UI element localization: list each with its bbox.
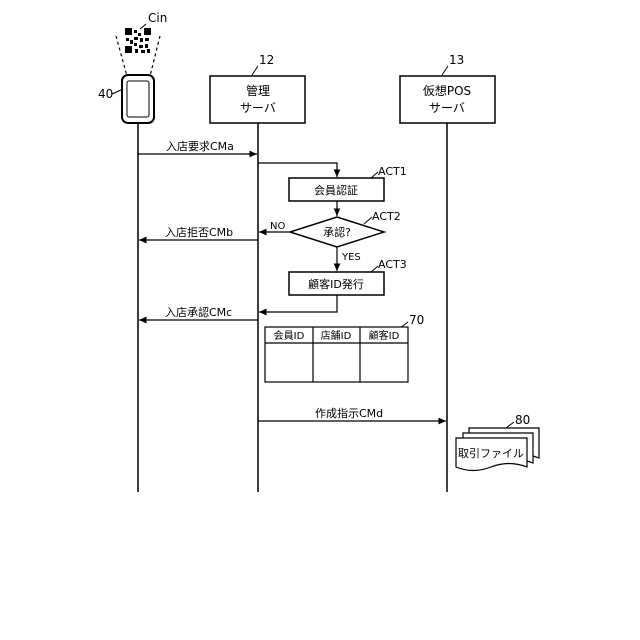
- table-header-member-id: 会員ID: [274, 329, 305, 342]
- act3-label: ACT3: [378, 258, 407, 271]
- act2-text: 承認?: [323, 225, 351, 239]
- act3-text: 顧客ID発行: [308, 277, 364, 291]
- qr-code-icon: [124, 28, 152, 54]
- request-label: 入店要求CMa: [166, 139, 234, 153]
- pos-ref: 13: [449, 53, 464, 67]
- act2-pointer: [364, 217, 372, 224]
- table-ref: 70: [409, 313, 424, 327]
- pos-label-line2: サーバ: [429, 101, 465, 115]
- act1-label: ACT1: [378, 165, 407, 178]
- yes-label: YES: [341, 252, 361, 263]
- smartphone-icon: [122, 75, 154, 123]
- server-label-line2: サーバ: [240, 101, 276, 115]
- no-label: NO: [270, 221, 285, 232]
- file-ref-pointer: [506, 422, 514, 428]
- create-label: 作成指示CMd: [315, 406, 383, 420]
- file-label: 取引ファイル: [458, 446, 524, 460]
- flow-connector-start: [258, 163, 337, 177]
- flow-connector-end: [259, 295, 337, 312]
- qr-code-label: Cin: [148, 11, 167, 25]
- server-label-line1: 管理: [246, 83, 270, 98]
- reject-label: 入店拒否CMb: [165, 225, 233, 239]
- terminal-ref: 40: [98, 87, 113, 101]
- table-header-store-id: 店舗ID: [321, 329, 352, 342]
- act2-label: ACT2: [372, 210, 401, 223]
- file-ref: 80: [515, 413, 530, 427]
- pos-label-line1: 仮想POS: [423, 83, 471, 98]
- act1-text: 会員認証: [314, 183, 358, 197]
- approve-label: 入店承認CMc: [165, 305, 232, 319]
- table-header-customer-id: 顧客ID: [369, 329, 400, 342]
- pos-ref-pointer: [442, 66, 448, 75]
- server-ref: 12: [259, 53, 274, 67]
- server-ref-pointer: [252, 66, 258, 75]
